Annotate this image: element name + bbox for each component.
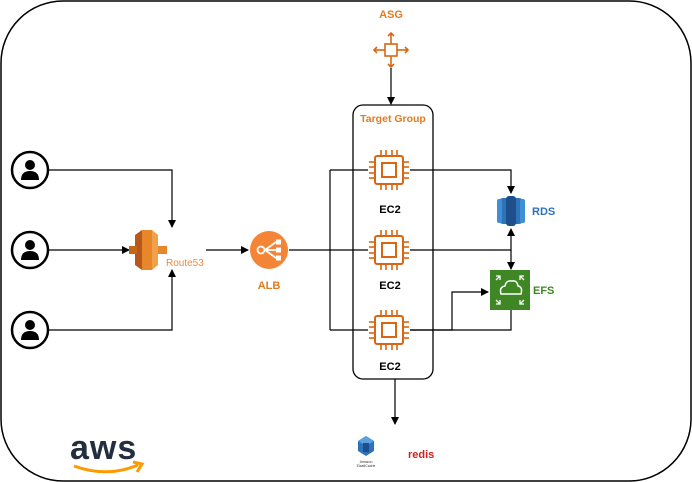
user1-to-route53 (49, 169, 176, 228)
aws-smile (73, 463, 139, 474)
rds-label: RDS (532, 206, 555, 218)
aws-smile-arrow (132, 460, 145, 473)
load-balancer-icon (250, 231, 288, 269)
user-icon (10, 150, 50, 190)
ec2-3-to-efs (410, 288, 489, 331)
efs-filesystem-icon (490, 270, 530, 310)
ec2-label: EC2 (379, 280, 400, 292)
target-group-label: Target Group (360, 113, 426, 125)
user-icon (10, 310, 50, 350)
aws-logo-text: aws (70, 429, 137, 467)
elasticache-icon (358, 436, 374, 456)
auto-scaling-icon (372, 31, 410, 69)
route53-icon (129, 230, 167, 270)
redis-label: redis (408, 449, 434, 461)
ec2-chip-icon (368, 309, 410, 351)
efs-label: EFS (533, 285, 554, 297)
alb-label: ALB (258, 280, 281, 292)
ec2-label: EC2 (379, 204, 400, 216)
ec2-2-to-rds (410, 228, 515, 251)
user-icon (10, 230, 50, 270)
user3-to-route53 (49, 269, 176, 331)
elasticache-caption: ElastiCache (357, 464, 376, 468)
ec2-label: EC2 (379, 361, 400, 373)
rds-database-icon (497, 196, 525, 226)
elasticache-caption: Amazon (360, 460, 373, 464)
ec2-chip-icon (368, 149, 410, 191)
route53-label: Route53 (166, 258, 204, 269)
target-group-box (352, 104, 434, 380)
aws-logo: aws (70, 429, 145, 474)
ec2-1-to-rds (410, 169, 515, 194)
ec2-chip-icon (368, 229, 410, 271)
ec2-3-to-efs-bottom (410, 310, 512, 331)
connectors (49, 68, 515, 425)
asg-label: ASG (379, 9, 403, 21)
